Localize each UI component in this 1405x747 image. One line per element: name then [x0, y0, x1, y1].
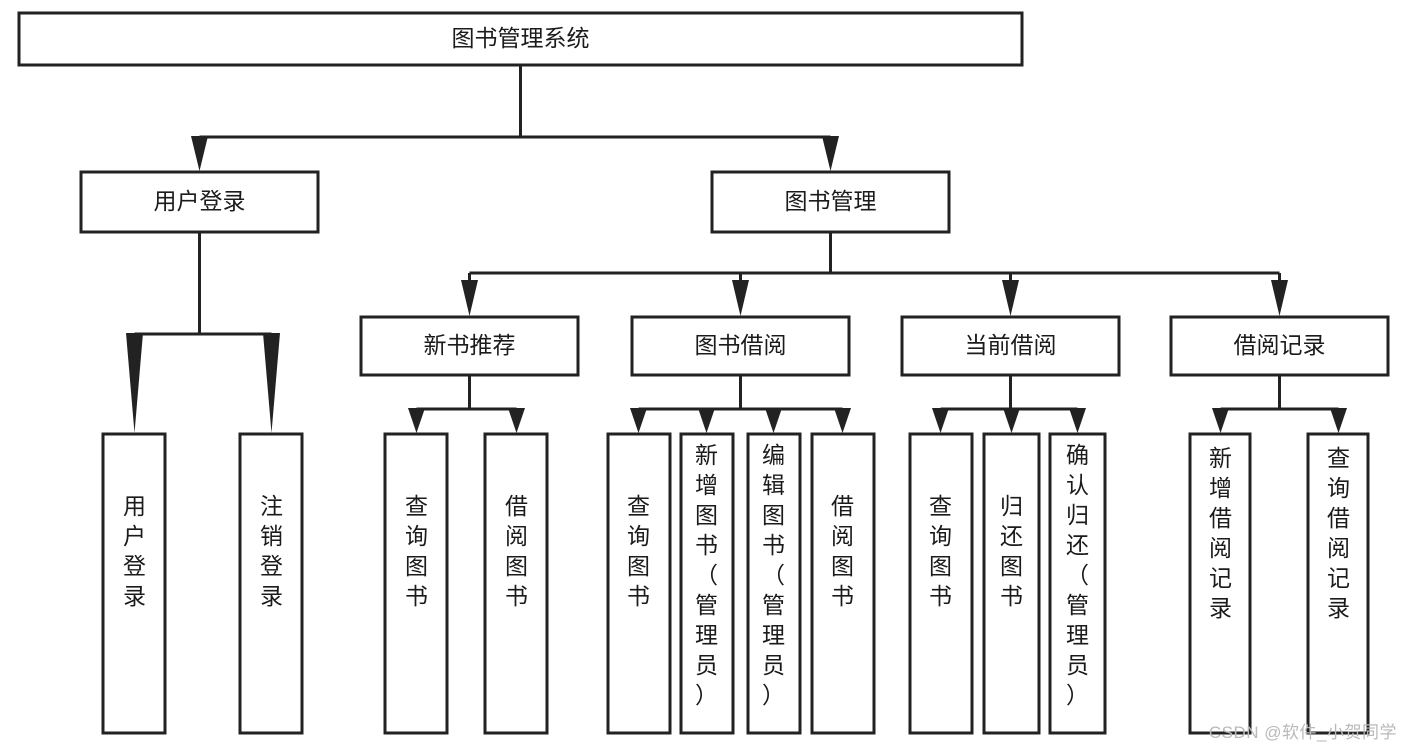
node-leaf-user-login-label: 用户登录: [123, 493, 146, 609]
arrow-head-book-borrow: [732, 280, 749, 316]
node-leaf-query-book-2[interactable]: 查询图书: [606, 432, 672, 735]
node-leaf-query-book-3-box[interactable]: [908, 432, 974, 735]
node-leaf-edit-book-box[interactable]: [746, 432, 802, 735]
node-new-book-rec-label: 新书推荐: [424, 332, 516, 358]
node-leaf-logout-label: 注销登录: [260, 493, 283, 609]
node-leaf-confirm-return-box[interactable]: [1048, 432, 1107, 735]
node-leaf-query-book-3[interactable]: 查询图书: [908, 432, 974, 735]
node-leaf-add-record[interactable]: 新增借阅记录: [1188, 432, 1252, 735]
node-leaf-return-book-box[interactable]: [982, 432, 1041, 735]
node-current-borrow-box[interactable]: [900, 315, 1121, 377]
node-leaf-query-record-label: 查询借阅记录: [1327, 445, 1350, 621]
node-current-borrow-label: 当前借阅: [965, 332, 1057, 358]
node-leaf-add-book-label: 新增图书（管理员）: [695, 442, 718, 708]
arrow-head-leaf-borrow-book-2: [834, 408, 851, 433]
arrow-head-leaf-query-book-3: [932, 408, 949, 433]
node-root-label: 图书管理系统: [452, 25, 590, 51]
node-leaf-user-login-box[interactable]: [101, 432, 167, 735]
node-leaf-confirm-return[interactable]: 确认归还（管理员）: [1048, 432, 1107, 735]
arrow-head-current-borrow: [1002, 280, 1019, 316]
arrow-head-leaf-query-book-2: [630, 408, 647, 433]
node-user-login[interactable]: 用户登录: [79, 170, 320, 234]
node-leaf-borrow-book-1-label: 借阅图书: [505, 493, 528, 609]
arrow-head-leaf-add-book: [698, 408, 715, 433]
node-leaf-borrow-book-1[interactable]: 借阅图书: [483, 432, 549, 735]
node-leaf-add-record-box[interactable]: [1188, 432, 1252, 735]
node-book-manage-box[interactable]: [710, 170, 951, 234]
node-leaf-edit-book-label: 编辑图书（管理员）: [762, 442, 785, 708]
node-leaf-query-record-box[interactable]: [1306, 432, 1370, 735]
arrow-head-borrow-record: [1271, 280, 1288, 316]
arrow-head-leaf-borrow-book-1: [508, 408, 525, 433]
watermark-csdn: CSDN @软件_小贺同学: [1208, 723, 1397, 742]
node-leaf-add-book-box[interactable]: [679, 432, 735, 735]
node-book-borrow[interactable]: 图书借阅: [630, 315, 851, 377]
node-leaf-query-book-2-box[interactable]: [606, 432, 672, 735]
node-leaf-borrow-book-2[interactable]: 借阅图书: [810, 432, 876, 735]
arrow-head-leaf-edit-book: [765, 408, 782, 433]
node-current-borrow[interactable]: 当前借阅: [900, 315, 1121, 377]
node-book-borrow-label: 图书借阅: [695, 332, 787, 358]
node-layer: 图书管理系统 用户登录 图书管理 新书推荐 图书借阅: [17, 11, 1390, 735]
node-leaf-query-book-1[interactable]: 查询图书: [383, 432, 449, 735]
node-root-box[interactable]: [17, 11, 1024, 67]
arrow-head-leaf-return-book: [1003, 408, 1020, 433]
node-new-book-rec[interactable]: 新书推荐: [359, 315, 580, 377]
arrow-head-book-manage: [822, 136, 839, 171]
node-leaf-borrow-book-2-box[interactable]: [810, 432, 876, 735]
node-user-login-label: 用户登录: [154, 188, 246, 214]
arrow-head-leaf-add-record: [1212, 408, 1229, 433]
arrow-head-user-login: [191, 136, 208, 171]
node-leaf-borrow-book-2-label: 借阅图书: [831, 493, 854, 609]
node-leaf-query-book-2-label: 查询图书: [627, 493, 650, 609]
node-borrow-record[interactable]: 借阅记录: [1169, 315, 1390, 377]
node-leaf-query-record[interactable]: 查询借阅记录: [1306, 432, 1370, 735]
node-borrow-record-label: 借阅记录: [1234, 332, 1326, 358]
connector-layer: [126, 65, 1347, 433]
node-user-login-box[interactable]: [79, 170, 320, 234]
node-book-manage-label: 图书管理: [785, 188, 877, 214]
node-leaf-borrow-book-1-box[interactable]: [483, 432, 549, 735]
node-leaf-logout[interactable]: 注销登录: [238, 432, 304, 735]
node-leaf-query-book-1-label: 查询图书: [405, 493, 428, 609]
node-leaf-query-book-1-box[interactable]: [383, 432, 449, 735]
arrow-head-new-book-rec: [461, 280, 478, 316]
arrow-head-leaf-query-book-1: [408, 408, 425, 433]
node-root[interactable]: 图书管理系统: [17, 11, 1024, 67]
node-leaf-confirm-return-label: 确认归还（管理员）: [1066, 442, 1089, 708]
node-leaf-logout-box[interactable]: [238, 432, 304, 735]
node-book-borrow-box[interactable]: [630, 315, 851, 377]
node-leaf-add-record-label: 新增借阅记录: [1209, 445, 1232, 621]
node-leaf-edit-book[interactable]: 编辑图书（管理员）: [746, 432, 802, 735]
node-leaf-return-book[interactable]: 归还图书: [982, 432, 1041, 735]
node-leaf-add-book[interactable]: 新增图书（管理员）: [679, 432, 735, 735]
node-borrow-record-box[interactable]: [1169, 315, 1390, 377]
node-leaf-query-book-3-label: 查询图书: [929, 493, 952, 609]
arrow-head-leaf-confirm-return: [1069, 408, 1086, 433]
arrow-head-leaf-query-record: [1330, 408, 1347, 433]
node-leaf-user-login[interactable]: 用户登录: [101, 432, 167, 735]
node-new-book-rec-box[interactable]: [359, 315, 580, 377]
node-leaf-return-book-label: 归还图书: [1000, 493, 1023, 609]
node-book-manage[interactable]: 图书管理: [710, 170, 951, 234]
